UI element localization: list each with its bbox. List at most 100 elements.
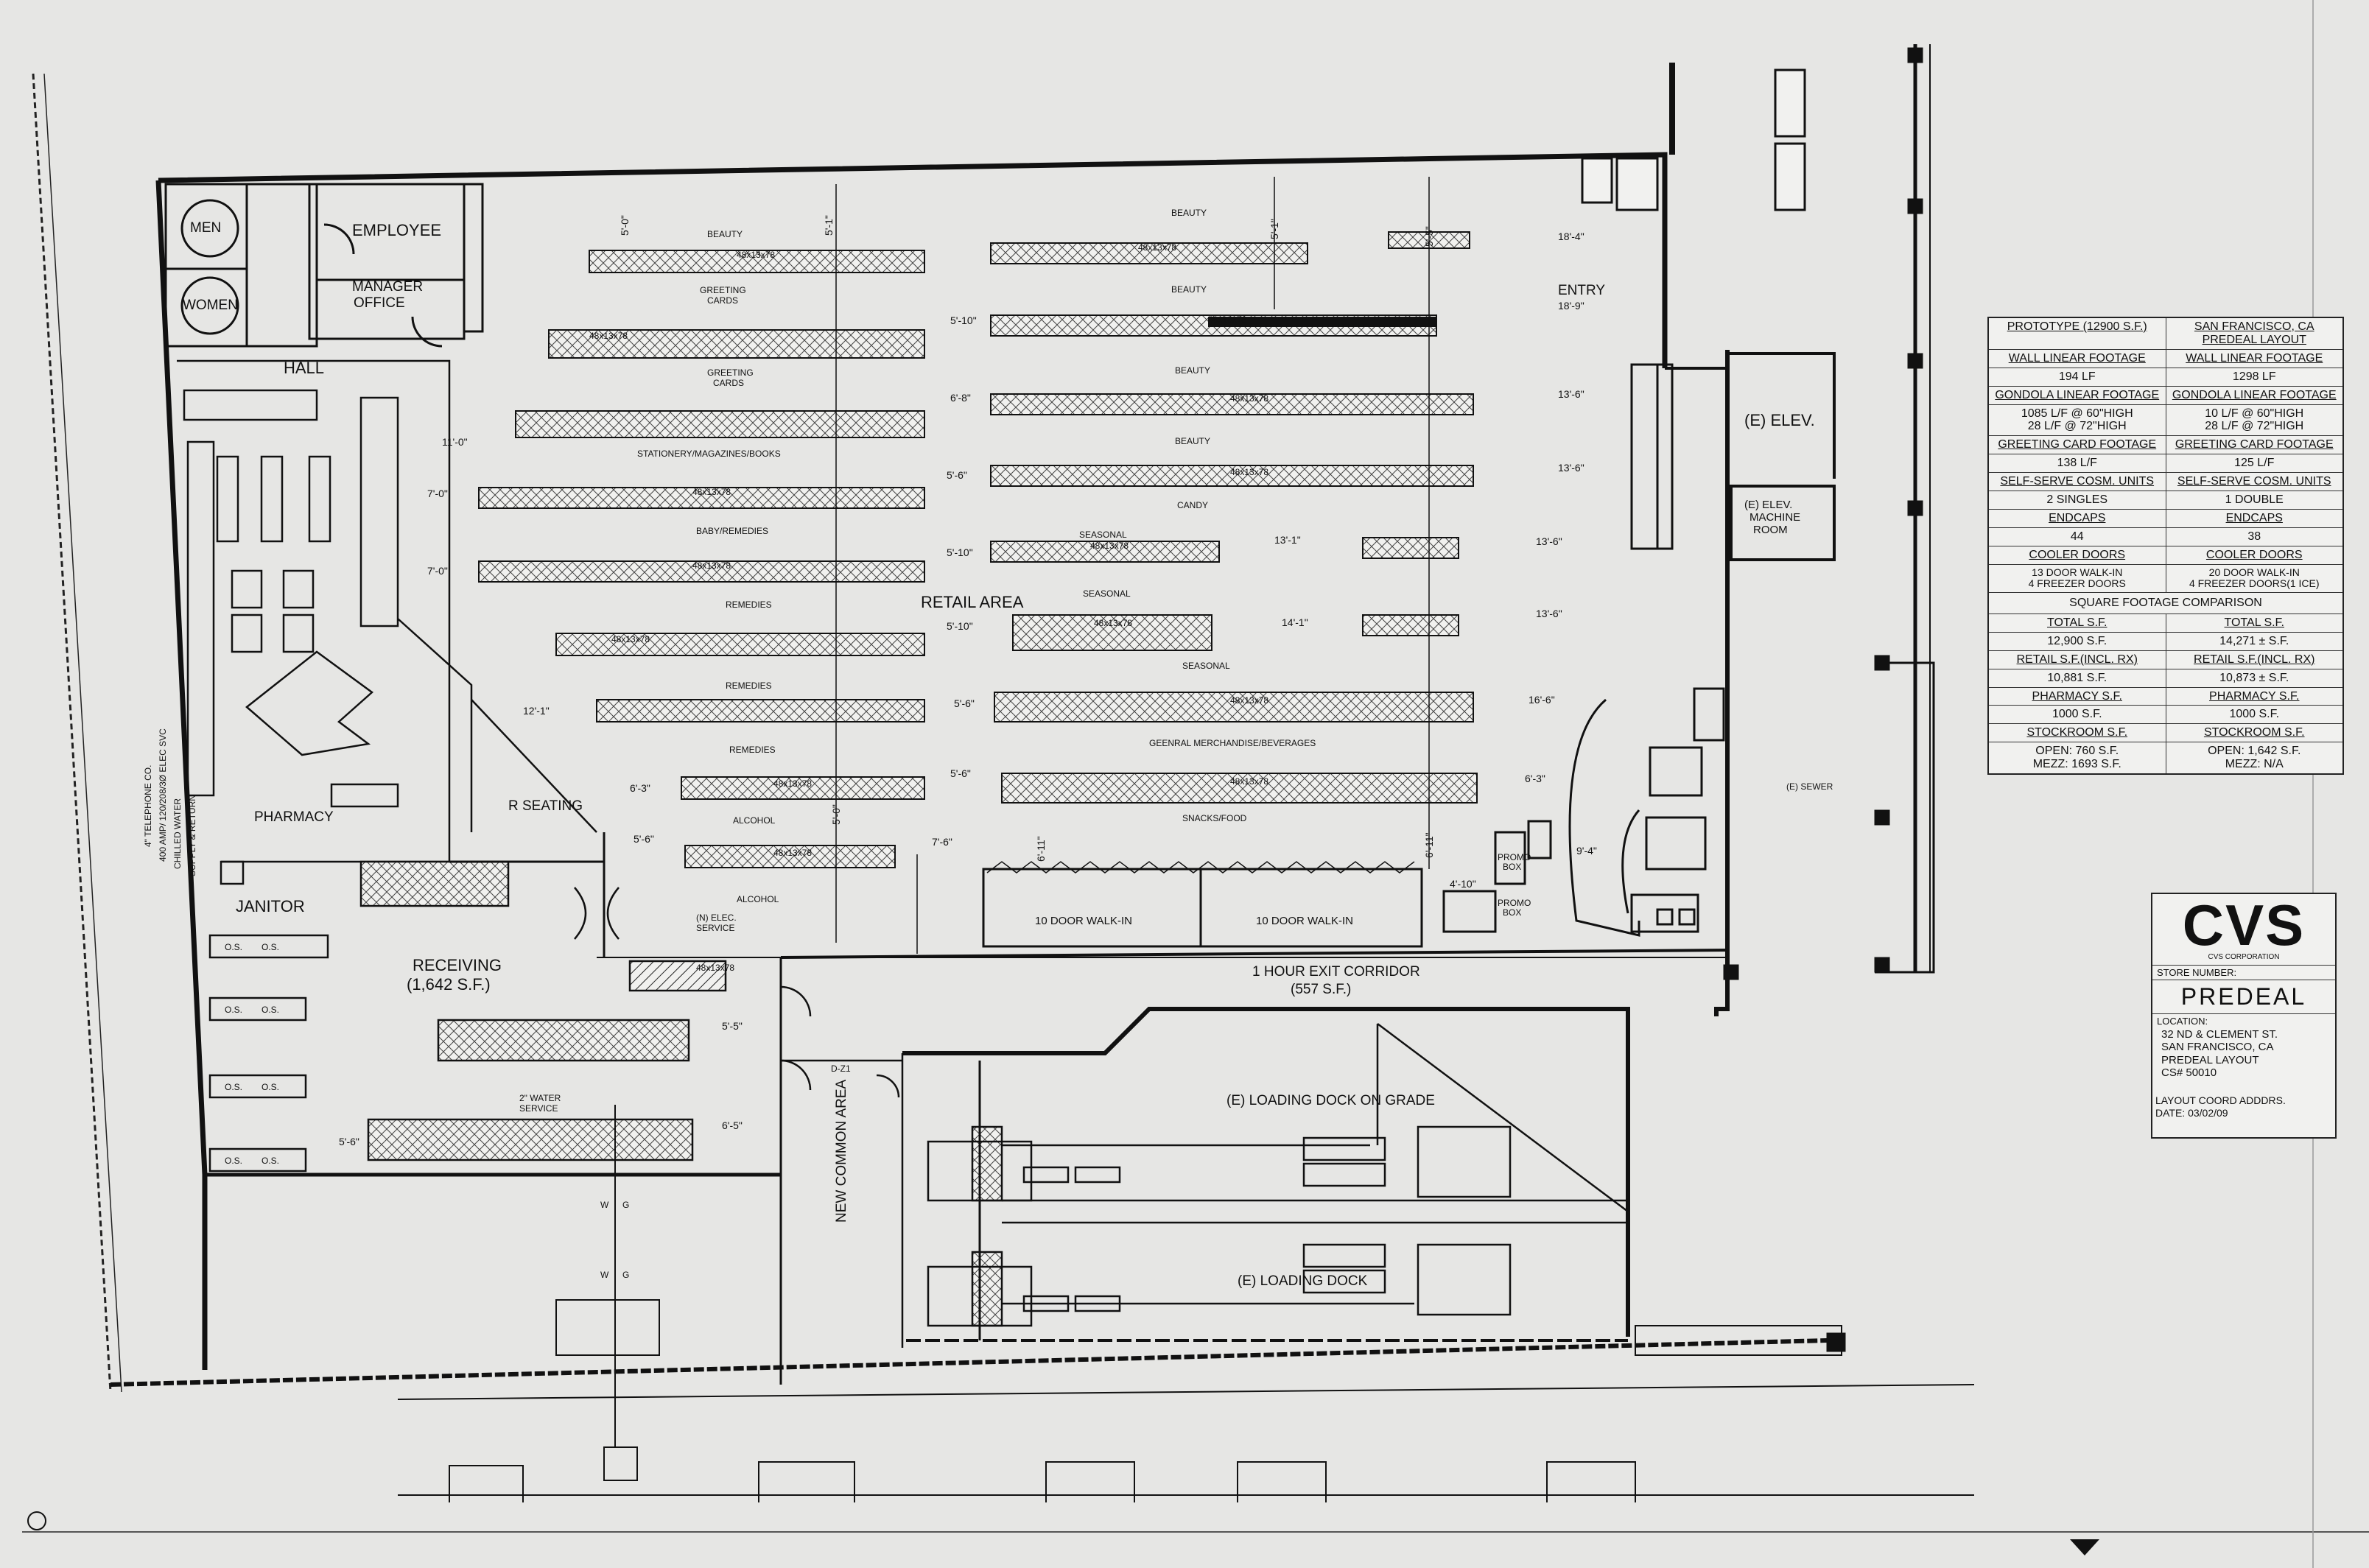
cmp-value: 1000 S.F. [2052, 708, 2102, 721]
svg-text:BEAUTY: BEAUTY [707, 229, 743, 239]
svg-text:7'-6": 7'-6" [932, 836, 952, 848]
cmp-heading: SELF-SERVE COSM. UNITS [2165, 473, 2343, 491]
cmp-value: OPEN: 760 S.F. MEZZ: 1693 S.F. [2032, 745, 2121, 771]
svg-text:SNACKS/FOOD: SNACKS/FOOD [1182, 813, 1247, 823]
layout-coord-block: LAYOUT COORD ADDDRS. DATE: 03/02/09 [2151, 1094, 2338, 1119]
loading-area [780, 985, 1629, 1348]
svg-text:6'-11": 6'-11" [1035, 836, 1047, 862]
location-line: SAN FRANCISCO, CA [2161, 1041, 2274, 1054]
water-letter: W [600, 1200, 609, 1210]
location-line: 32 ND & CLEMENT ST. [2161, 1028, 2278, 1041]
svg-text:O.S.: O.S. [225, 1156, 242, 1166]
svg-text:5'-0": 5'-0" [830, 804, 842, 825]
cmp-heading: TOTAL S.F. [2165, 614, 2343, 632]
logo-text: CVS [2182, 893, 2306, 957]
cmp-heading: TOTAL S.F. [2047, 616, 2107, 629]
svg-text:5'-5": 5'-5" [722, 1020, 743, 1032]
cmp-heading: PHARMACY S.F. [2032, 689, 2122, 703]
svg-text:48x13x78: 48x13x78 [692, 560, 731, 571]
svg-text:BEAUTY: BEAUTY [1175, 365, 1210, 376]
svg-text:O.S.: O.S. [262, 1005, 279, 1015]
checkout-counter [1568, 363, 1725, 937]
svg-text:GEENRAL MERCHANDISE/BEVERAGES: GEENRAL MERCHANDISE/BEVERAGES [1149, 738, 1316, 748]
svg-text:O.S.: O.S. [262, 942, 279, 952]
svg-text:6'-8": 6'-8" [950, 392, 971, 404]
cmp-value: 10,881 S.F. [2047, 671, 2107, 684]
svg-text:SUPPLY & RETURN: SUPPLY & RETURN [187, 795, 197, 876]
exterior-benches [1581, 68, 1806, 211]
cmp-header-predeal: SAN FRANCISCO, CA PREDEAL LAYOUT [2165, 318, 2343, 349]
svg-text:6'-3": 6'-3" [630, 782, 650, 794]
cmp-value: 1298 LF [2165, 368, 2343, 386]
cmp-heading: PHARMACY S.F. [2165, 687, 2343, 706]
svg-text:18'-4": 18'-4" [1558, 231, 1584, 242]
cmp-heading: SELF-SERVE COSM. UNITS [2000, 475, 2155, 488]
cmp-header-prototype: PROTOTYPE (12900 S.F.) [2007, 320, 2147, 333]
cmp-value: 194 LF [2058, 370, 2096, 383]
cmp-value: 38 [2165, 527, 2343, 546]
exit-corridor-wall [902, 1007, 1630, 1337]
cmp-value: OPEN: 1,642 S.F. MEZZ: N/A [2165, 742, 2343, 774]
column-line-east [1723, 44, 1935, 1352]
svg-text:ALCOHOL: ALCOHOL [737, 894, 779, 904]
svg-text:48x13x78: 48x13x78 [611, 634, 650, 644]
svg-text:6'-11": 6'-11" [1423, 832, 1435, 858]
cmp-value: 13 DOOR WALK-IN 4 FREEZER DOORS [2028, 566, 2126, 590]
walk-in-label-2: 10 DOOR WALK-IN [1256, 915, 1353, 927]
pharmacy-room [177, 359, 473, 885]
svg-text:REMEDIES: REMEDIES [726, 681, 772, 691]
svg-text:400 AMP/ 120/208/3Ø ELEC SVC: 400 AMP/ 120/208/3Ø ELEC SVC [158, 728, 168, 862]
svg-text:5'-6": 5'-6" [634, 833, 654, 845]
cmp-heading: GREETING CARD FOOTAGE [2165, 436, 2343, 454]
svg-text:O.S.: O.S. [262, 1156, 279, 1166]
svg-text:5'-6": 5'-6" [339, 1136, 359, 1147]
new-common-area-label: NEW COMMON AREA [834, 1079, 849, 1223]
svg-text:5'-6": 5'-6" [954, 697, 975, 709]
cmp-heading: GREETING CARD FOOTAGE [1998, 438, 2157, 451]
svg-text:11'-0": 11'-0" [442, 436, 468, 448]
svg-text:6'-3": 6'-3" [1525, 773, 1545, 784]
svg-text:ALCOHOL: ALCOHOL [733, 815, 776, 826]
gondola-dark-run [1208, 317, 1436, 327]
svg-text:SEASONAL: SEASONAL [1083, 588, 1131, 599]
svg-text:48x13x78: 48x13x78 [1230, 695, 1268, 706]
cmp-heading: GONDOLA LINEAR FOOTAGE [2165, 386, 2343, 404]
svg-text:STATIONERY/MAGAZINES/BOOKS: STATIONERY/MAGAZINES/BOOKS [637, 449, 781, 459]
cmp-value: 1000 S.F. [2165, 706, 2343, 724]
svg-text:48x13x78: 48x13x78 [1094, 618, 1132, 628]
cmp-heading: RETAIL S.F.(INCL. RX) [2165, 650, 2343, 669]
loading-dock-grade-label: (E) LOADING DOCK ON GRADE [1226, 1093, 1435, 1108]
svg-text:48x13x78: 48x13x78 [1090, 541, 1129, 551]
svg-text:48x13x78: 48x13x78 [1230, 393, 1268, 404]
svg-text:5'-5": 5'-5" [1423, 226, 1435, 247]
room-women-label: WOMEN [183, 298, 238, 313]
cmp-value: 138 L/F [2057, 457, 2097, 470]
fixture-tags: 48x13x78 48x13x78 48x13x78 48x13x78 48x1… [589, 242, 1268, 973]
elevator-shaft [1726, 352, 1836, 561]
svg-text:BEAUTY: BEAUTY [1171, 208, 1207, 218]
room-pharmacy-label: PHARMACY [254, 809, 334, 825]
svg-text:48x13x78: 48x13x78 [737, 250, 775, 260]
svg-text:BEAUTY: BEAUTY [1171, 284, 1207, 295]
cvs-logo: CVS CVS CORPORATION [2152, 894, 2335, 966]
cmp-heading: COOLER DOORS [2029, 548, 2126, 561]
svg-text:5'-1": 5'-1" [823, 215, 835, 236]
svg-text:48x13x78: 48x13x78 [1230, 776, 1268, 787]
svg-text:REMEDIES: REMEDIES [729, 745, 776, 755]
gondola-runs [478, 231, 1478, 868]
room-receiving-label: RECEIVING(1,642 S.F.) [407, 956, 502, 994]
elev-label: (E) ELEV. [1744, 411, 1815, 429]
walk-in-label-1: 10 DOOR WALK-IN [1035, 915, 1132, 927]
utility-labels: 4" TELEPHONE CO. 400 AMP/ 120/208/3Ø ELE… [143, 728, 197, 876]
water-line [555, 1105, 660, 1481]
water-letter-2: W [600, 1270, 609, 1280]
cmp-heading: GONDOLA LINEAR FOOTAGE [1995, 388, 2160, 401]
svg-text:O.S.: O.S. [225, 1082, 242, 1092]
svg-text:7'-0": 7'-0" [427, 488, 448, 499]
street-frontage [27, 1325, 1975, 1530]
svg-text:13'-6": 13'-6" [1558, 462, 1584, 474]
retail-area-label: RETAIL AREA [921, 593, 1024, 611]
grid-lines-retail [835, 177, 1430, 954]
